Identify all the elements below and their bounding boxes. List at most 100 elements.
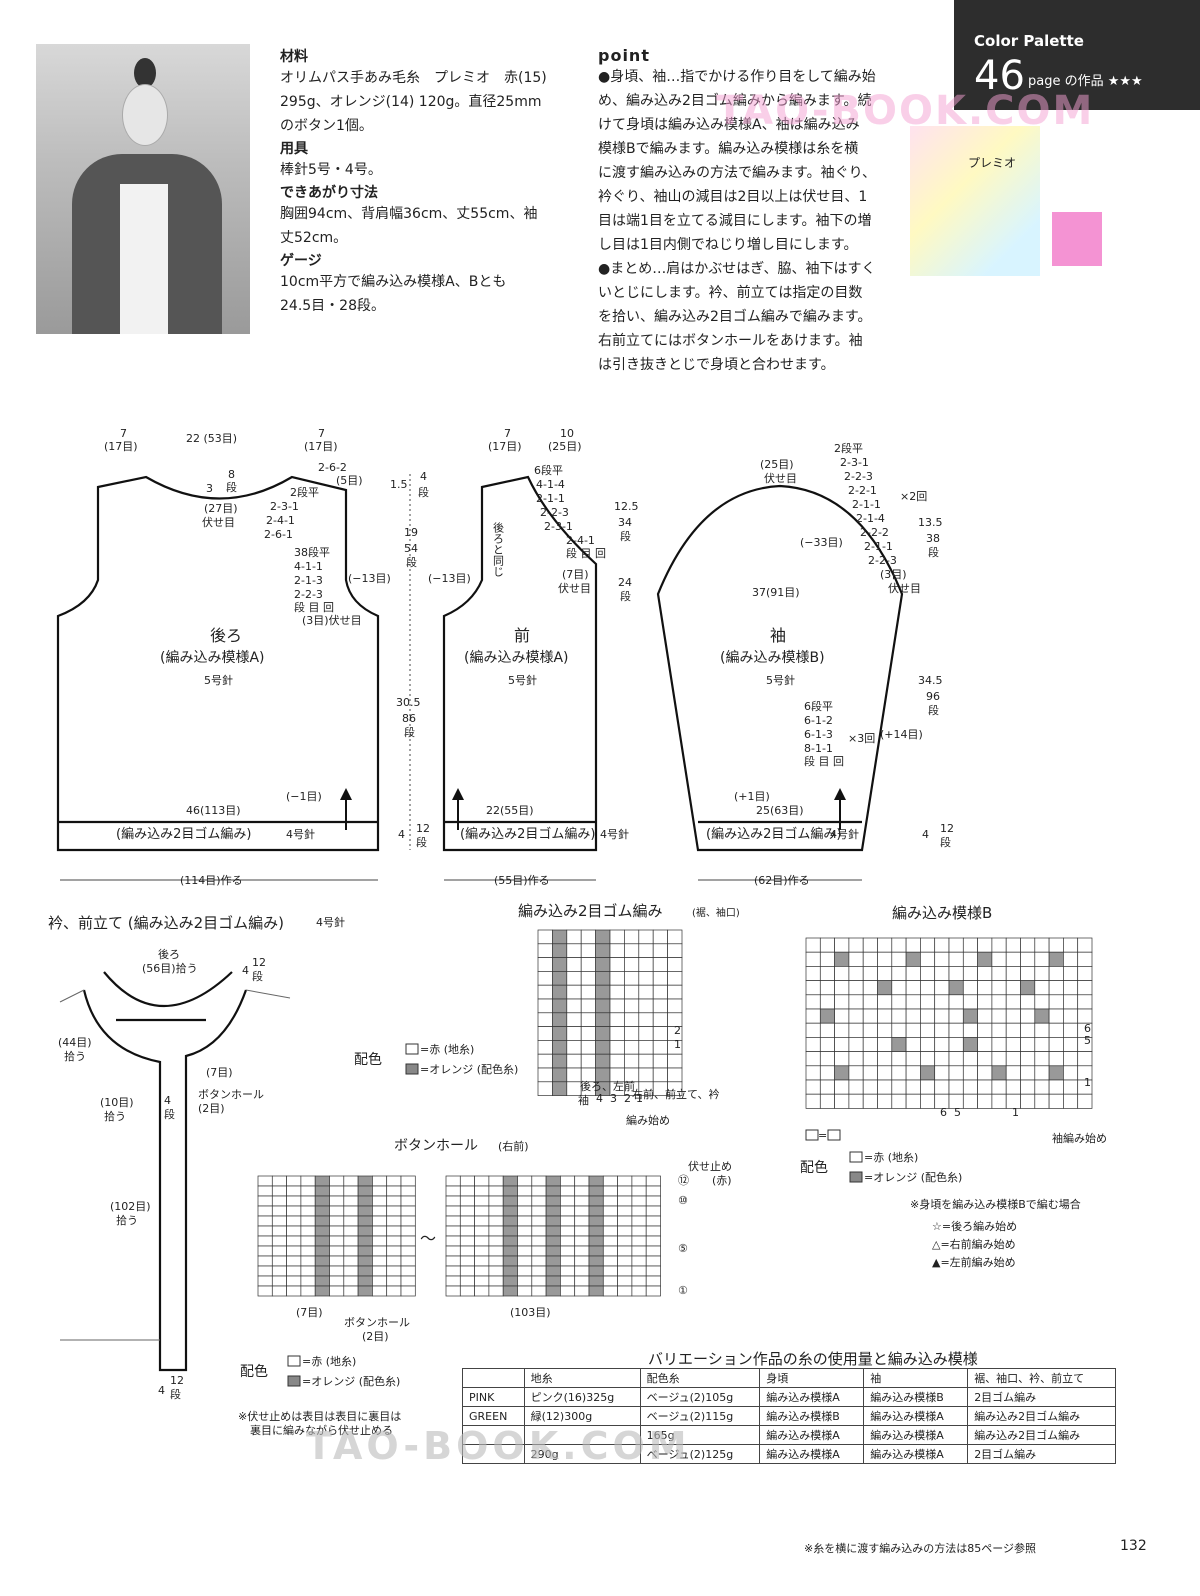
grid-cell	[588, 1235, 604, 1247]
grid-cell	[977, 966, 993, 981]
svg-text:〜: 〜	[420, 1229, 436, 1248]
grid-cell	[805, 937, 821, 953]
grid-cell	[645, 1285, 661, 1297]
table-cell: ピンク(16)325g	[523, 1387, 641, 1407]
grid-cell	[617, 1275, 633, 1287]
grid-cell	[386, 1285, 402, 1297]
grid-cell	[445, 1195, 461, 1207]
grid-cell	[905, 1008, 921, 1024]
grid-cell	[819, 1037, 835, 1052]
svg-text:①: ①	[678, 1284, 688, 1297]
grid-cell	[652, 1040, 668, 1055]
grid-cell	[329, 1235, 345, 1247]
grid-cell	[314, 1195, 330, 1207]
grid-cell	[602, 1255, 618, 1267]
grid-cell	[848, 937, 864, 953]
point-block: point ●身頃、袖…指でかける作り目をして編み始め、編み込み2目ゴム編みから…	[598, 46, 893, 377]
grid-cell	[962, 966, 978, 981]
grid-cell	[580, 1053, 596, 1069]
point-line: 右前立てにはボタンホールをあけます。袖	[598, 333, 863, 349]
grid-cell	[962, 1093, 978, 1109]
svg-text:2-2-2: 2-2-2	[860, 526, 889, 539]
svg-text:2-6-2: 2-6-2	[318, 461, 347, 474]
grid-cell	[271, 1175, 287, 1187]
grid-cell	[631, 1255, 647, 1267]
grid-cell	[488, 1275, 504, 1287]
grid-cell	[819, 1051, 835, 1067]
grid-cell	[805, 1008, 821, 1024]
rib-chart-grid	[537, 929, 683, 1096]
grid-cell	[386, 1275, 402, 1287]
grid-cell	[645, 1195, 661, 1207]
grid-cell	[848, 994, 864, 1010]
grid-cell	[1020, 951, 1036, 967]
grid-cell	[372, 1285, 388, 1297]
grid-cell	[1020, 1065, 1036, 1081]
svg-text:後ろ、左前: 後ろ、左前	[580, 1079, 635, 1093]
grid-cell	[474, 1275, 490, 1287]
variation-header	[462, 1368, 525, 1388]
grid-cell	[1048, 1037, 1064, 1052]
grid-cell	[891, 1051, 907, 1067]
grid-cell	[537, 998, 553, 1014]
grid-cell	[566, 1040, 582, 1055]
grid-cell	[645, 1275, 661, 1287]
grid-cell	[574, 1175, 590, 1187]
grid-cell	[580, 998, 596, 1014]
grid-cell	[962, 1022, 978, 1038]
grid-cell	[588, 1215, 604, 1227]
grid-cell	[545, 1255, 561, 1267]
grid-cell	[517, 1175, 533, 1187]
grid-cell	[329, 1195, 345, 1207]
grid-cell	[934, 1008, 950, 1024]
grid-cell	[1077, 951, 1093, 967]
svg-text:(編み込み2目ゴム編み): (編み込み2目ゴム編み)	[706, 826, 841, 842]
table-cell: 編み込み模様A	[759, 1387, 865, 1407]
svg-text:4: 4	[922, 828, 929, 841]
grid-cell	[357, 1205, 373, 1217]
svg-text:22 (53目): 22 (53目)	[186, 432, 237, 445]
grid-cell	[905, 937, 921, 953]
grid-cell	[400, 1255, 416, 1267]
grid-cell	[560, 1225, 576, 1237]
svg-text:12.5: 12.5	[614, 500, 639, 513]
grid-cell	[314, 1255, 330, 1267]
grid-cell	[1077, 994, 1093, 1010]
grid-cell	[474, 1285, 490, 1297]
grid-cell	[588, 1255, 604, 1267]
grid-cell	[560, 1265, 576, 1277]
svg-text:12: 12	[940, 822, 954, 835]
svg-text:=オレンジ (配色糸): =オレンジ (配色糸)	[864, 1170, 962, 1184]
grid-cell	[459, 1265, 475, 1277]
grid-cell	[545, 1265, 561, 1277]
grid-cell	[1063, 1079, 1079, 1095]
grid-cell	[638, 943, 654, 958]
grid-cell	[400, 1205, 416, 1217]
grid-cell	[271, 1205, 287, 1217]
svg-text:(7目): (7目)	[206, 1066, 233, 1079]
grid-cell	[531, 1225, 547, 1237]
grid-cell	[552, 998, 568, 1014]
grid-cell	[488, 1215, 504, 1227]
point-line: けて身頃は編み込み模様A、袖は編み込み	[598, 117, 860, 133]
grid-cell	[1020, 937, 1036, 953]
grid-cell	[400, 1265, 416, 1277]
grid-cell	[502, 1175, 518, 1187]
grid-cell	[1020, 980, 1036, 996]
grid-cell	[891, 1037, 907, 1052]
svg-text:2-6-1: 2-6-1	[264, 528, 293, 541]
grid-cell	[877, 951, 893, 967]
grid-cell	[386, 1205, 402, 1217]
svg-text:段: 段	[928, 703, 939, 717]
grid-cell	[271, 1245, 287, 1257]
grid-cell	[1048, 1065, 1064, 1081]
grid-cell	[645, 1245, 661, 1257]
grid-cell	[545, 1285, 561, 1297]
svg-text:2: 2	[674, 1024, 681, 1037]
grid-cell	[566, 984, 582, 1000]
grid-cell	[617, 1195, 633, 1207]
grid-cell	[905, 1079, 921, 1095]
grid-cell	[920, 937, 936, 953]
grid-cell	[1034, 980, 1050, 996]
